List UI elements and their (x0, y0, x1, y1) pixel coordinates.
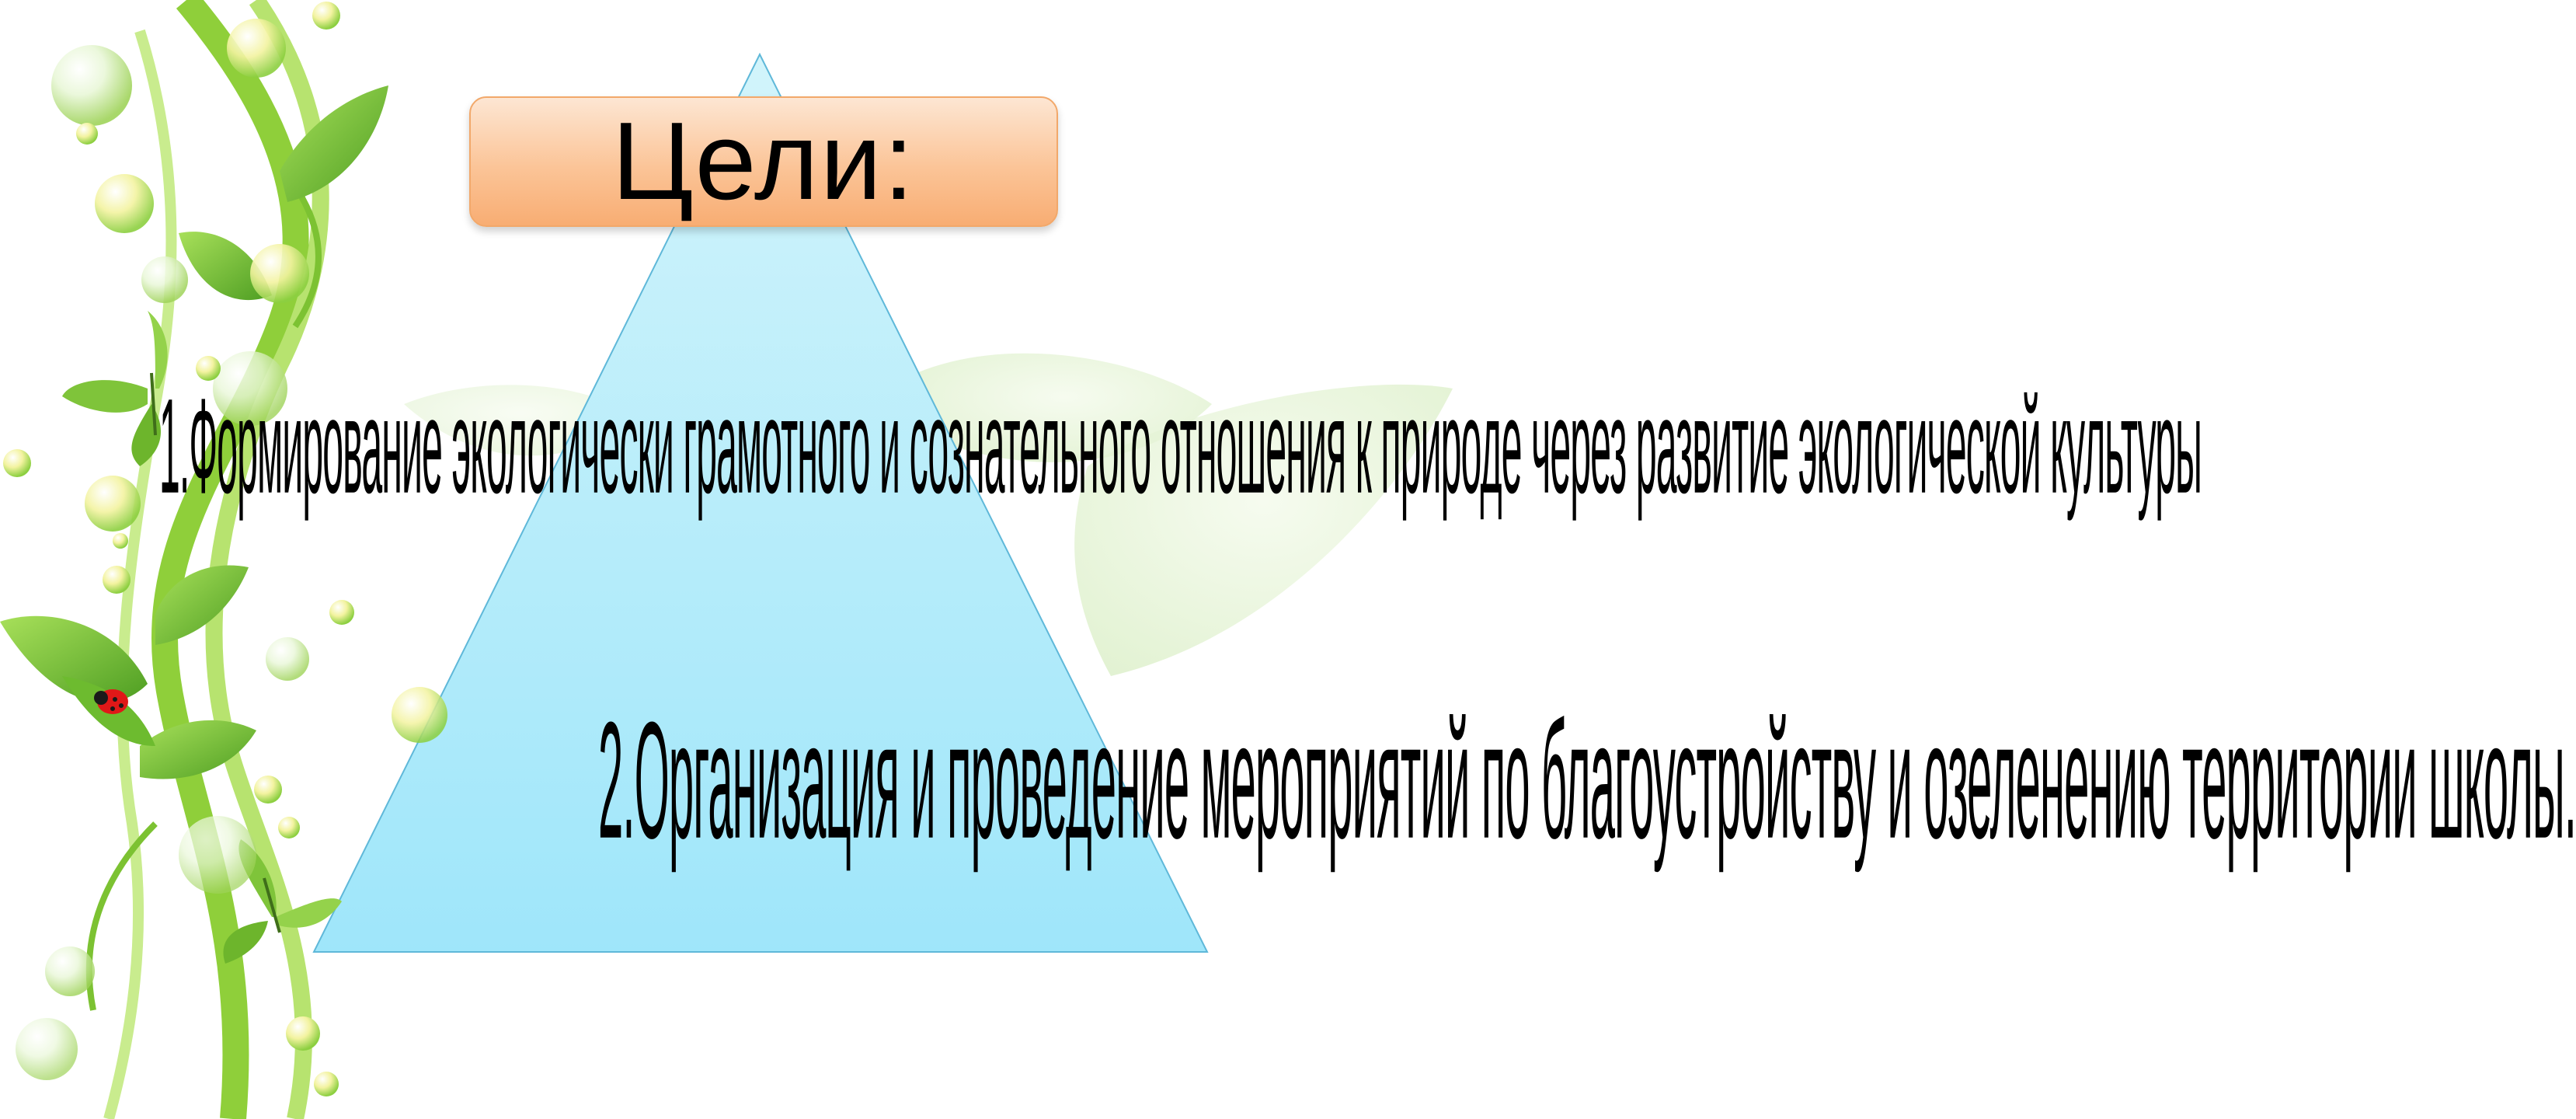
pyramid (312, 52, 1209, 953)
goal-1-text: 1.Формирование экологически грамотного и… (159, 371, 2202, 521)
water-bubble-icon (3, 2, 447, 1096)
leaf-icon (179, 232, 272, 301)
leaf-icon (280, 85, 388, 202)
leaf-icon (155, 565, 249, 645)
leaf-icon (1074, 384, 1453, 676)
vine-decoration (0, 0, 447, 1119)
goal-2-text: 2.Организация и проведение мероприятий п… (598, 688, 2576, 874)
title-box: Цели: (469, 96, 1058, 227)
ladybug-icon (94, 689, 128, 714)
slide-title: Цели: (611, 99, 916, 223)
leaf-icon (917, 353, 1212, 462)
leaf-icon (140, 720, 256, 779)
butterfly-icon (62, 311, 168, 466)
leaf-icon (0, 615, 148, 702)
